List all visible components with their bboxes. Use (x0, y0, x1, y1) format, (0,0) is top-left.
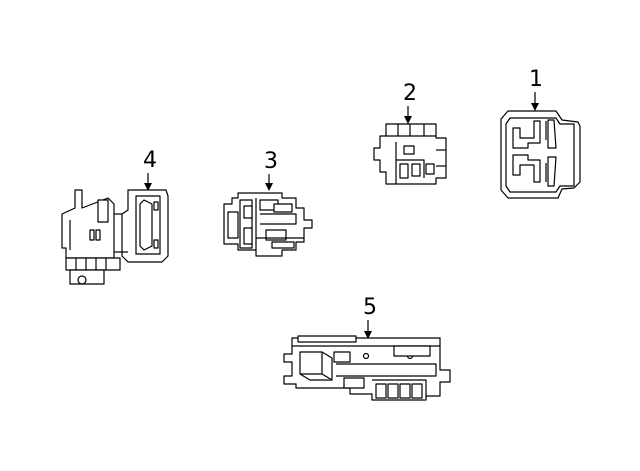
callout-1-arrow (531, 103, 539, 111)
part-3: 3 (223, 149, 313, 257)
callout-3-arrow (265, 183, 273, 191)
part-2: 2 (373, 81, 447, 185)
relay-block-icon (283, 335, 451, 401)
callout-5-label: 5 (363, 295, 377, 320)
part-5: 5 (283, 295, 451, 401)
callout-5-arrow (364, 331, 372, 339)
callout-1-label: 1 (529, 67, 543, 92)
part-4: 4 (61, 148, 169, 285)
callout-2-arrow (404, 116, 412, 124)
callout-4-label: 4 (143, 148, 157, 173)
callout-2-label: 2 (403, 81, 417, 106)
connector-block-icon (373, 123, 447, 185)
bracketed-connector-icon (61, 189, 169, 285)
connector-housing-icon (500, 110, 581, 199)
callout-3-label: 3 (264, 149, 278, 174)
connector-assembly-icon (223, 192, 313, 257)
callout-4-arrow (144, 183, 152, 191)
part-1: 1 (500, 67, 581, 199)
